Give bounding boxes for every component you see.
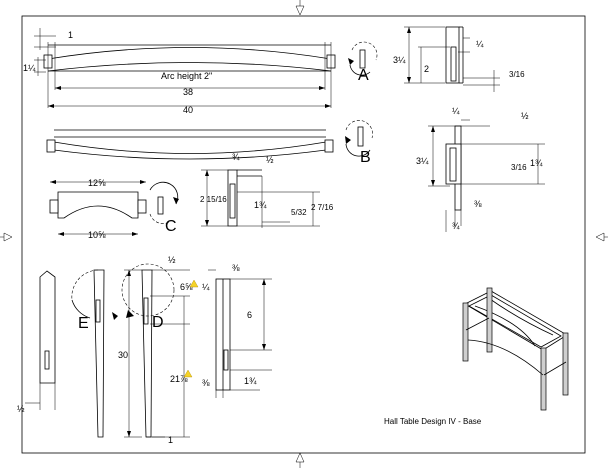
view-label-c: C [165, 218, 177, 235]
dim-section-c-mid: 3/16 [511, 163, 527, 172]
dim-section-b-left: 2 15/16 [200, 195, 227, 204]
dim-leg-twentyone: 21⅞ [170, 374, 188, 384]
section-a-profile [404, 26, 500, 92]
view-a-symbol [348, 41, 378, 76]
dim-length-40: 40 [183, 105, 193, 115]
dim-section-c-bottom2: ¾ [452, 221, 460, 231]
dim-section-c-top1: ¼ [452, 106, 460, 116]
leg-four [208, 269, 272, 398]
dim-section-b-right: 2 7/16 [311, 203, 334, 212]
view-label-e: E [78, 315, 89, 332]
warning-icon [189, 279, 199, 288]
dim-leg-three-eighths-a: ⅜ [232, 263, 240, 273]
dim-section-c-bottom1: ⅜ [474, 199, 482, 209]
dim-length-38: 38 [183, 87, 193, 97]
title-block: Hall Table Design IV - Base [384, 417, 482, 426]
short-apron [49, 180, 147, 236]
dim-apron-bottom: 10⅝ [88, 230, 106, 240]
dim-leg-thirty: 30 [118, 350, 128, 360]
dim-section-b-top1: ¾ [232, 152, 240, 162]
section-b-profile [201, 169, 320, 228]
dim-leg-one-three-quarter: 1¾ [244, 376, 257, 386]
dim-leg-one: 1 [168, 435, 173, 445]
dim-apron-top: 12⅝ [88, 178, 106, 188]
view-b-symbol [345, 120, 373, 157]
view-e-symbol [71, 269, 118, 320]
dim-section-a-right: 3/16 [509, 70, 525, 79]
dim-section-b-mid: 1¾ [254, 200, 267, 210]
view-label-d: D [152, 314, 164, 331]
section-c-profile [428, 119, 545, 232]
view-label-b: B [360, 149, 371, 166]
dim-leg-quarter: ¼ [202, 282, 210, 292]
leg-three [124, 269, 190, 438]
dim-section-a-left: 3¼ [393, 55, 406, 65]
dim-leg-six: 6 [247, 310, 252, 320]
dim-section-b-slot: 5/32 [291, 208, 307, 217]
dim-section-c-right: 1¾ [530, 158, 543, 168]
dim-leg-half-a: ½ [17, 404, 25, 414]
assembled-base-3d [462, 287, 569, 411]
dim-section-c-top2: ½ [521, 111, 529, 121]
dim-leg-six-five-eighths: 6⅝ [180, 282, 193, 292]
dim-section-a-inner: 2 [424, 64, 429, 74]
dim-stretcher-one: 1 [68, 30, 73, 40]
view-label-a: A [358, 67, 369, 84]
view-d-symbol [121, 263, 175, 318]
long-stretcher-top [34, 28, 336, 108]
dim-section-a-top: ¼ [476, 39, 484, 49]
dim-leg-half-b: ½ [168, 255, 176, 265]
arc-height-note: Arc height 2" [161, 71, 212, 81]
long-stretcher-lower [46, 129, 334, 160]
dim-leg-three-eighths-b: ⅜ [202, 378, 210, 388]
dim-section-b-top2: ½ [266, 155, 274, 165]
sheet-border [21, 15, 586, 454]
warning-icon [183, 369, 193, 378]
view-c-symbol [149, 181, 179, 224]
dim-stretcher-one-quarter: 1¼ [23, 63, 36, 73]
leg-one [25, 270, 56, 410]
dim-section-c-left: 3¼ [416, 156, 429, 166]
leg-two [93, 269, 105, 438]
